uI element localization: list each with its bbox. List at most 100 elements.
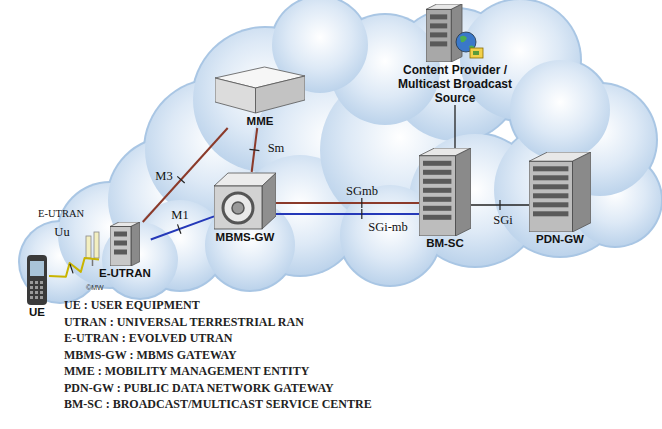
server-bay	[423, 161, 451, 166]
cloud-puff	[510, 60, 610, 160]
box-left	[215, 78, 256, 113]
server-bay	[430, 41, 447, 46]
phone-key	[35, 286, 38, 289]
interface-label: Sm	[268, 141, 285, 156]
interface-tick	[361, 209, 362, 219]
phone-key	[40, 296, 43, 299]
server-side	[572, 152, 591, 232]
phone-key	[35, 291, 38, 294]
server-front	[110, 227, 131, 267]
network-node: E-UTRAN	[99, 222, 151, 280]
server-bay	[423, 206, 451, 211]
node-label: E-UTRAN	[99, 266, 151, 280]
interface-tick	[177, 224, 180, 233]
content-figure	[426, 4, 483, 62]
copyright-mark: ©MW	[86, 284, 104, 291]
folder	[470, 48, 483, 58]
mme-figure	[215, 67, 305, 113]
interface-tick	[70, 264, 73, 273]
phone-screen	[30, 261, 44, 276]
legend-entry: BM-SC : BROADCAST/MULTICAST SERVICE CENT…	[64, 397, 372, 412]
phone-key	[30, 296, 33, 299]
phone-key	[30, 291, 33, 294]
node-label: MBMS-GW	[216, 230, 275, 244]
node-label: MME	[247, 114, 274, 128]
node-label: BM-SC	[426, 236, 464, 250]
box-right	[256, 76, 306, 113]
cube-side	[262, 173, 276, 229]
server-bay	[533, 166, 568, 171]
source-server	[426, 4, 462, 62]
server-bay	[533, 193, 568, 198]
server-figure	[419, 148, 471, 236]
legend-entry: E-UTRAN : EVOLVED UTRAN	[64, 331, 232, 346]
server-bay	[114, 232, 127, 237]
server-bay	[114, 250, 127, 255]
server-bay	[423, 197, 451, 202]
interface-label: M1	[171, 208, 188, 223]
mbms-icon	[214, 172, 276, 230]
cloud	[20, 0, 661, 302]
enb-icon	[110, 222, 140, 266]
phone-key	[40, 291, 43, 294]
interface-label: M3	[155, 169, 172, 184]
phone-key	[40, 286, 43, 289]
legend-entry: MBMS-GW : MBMS GATEWAY	[64, 348, 237, 363]
server-icon	[419, 148, 471, 236]
server-bay	[423, 170, 451, 175]
mme-icon	[215, 66, 305, 114]
legend-entry: UE : USER EQUIPMENT	[64, 298, 200, 313]
server-bay	[533, 184, 568, 189]
interface-line	[276, 213, 419, 215]
server-bay	[114, 241, 127, 246]
node-label: PDN-GW	[536, 232, 584, 246]
interface-label: SGi	[493, 213, 512, 228]
radio-link	[49, 258, 99, 277]
interface-line	[276, 202, 419, 204]
network-node: BM-SC	[419, 148, 471, 250]
gateway-hub	[232, 202, 244, 214]
interface-tick	[499, 200, 500, 210]
phone-key	[40, 281, 43, 284]
server-side	[451, 4, 462, 62]
interface-tick	[361, 198, 362, 208]
server-front	[426, 9, 451, 62]
antenna-symbol	[86, 232, 99, 266]
interface-tick	[249, 149, 259, 150]
node-label: Content Provider / Multicast Broadcast S…	[387, 62, 523, 105]
server-bay	[533, 202, 568, 207]
phone-key	[35, 296, 38, 299]
gateway-wheel	[223, 193, 253, 223]
server-front	[529, 161, 572, 232]
phone-key	[30, 286, 33, 289]
radio-label: E-UTRAN	[38, 208, 84, 219]
cloud-outline	[18, 0, 662, 304]
cube-front	[214, 186, 262, 229]
phone-key	[35, 281, 38, 284]
server-bay	[430, 23, 447, 28]
interface-label: Uu	[54, 225, 69, 240]
interface-label: SGi-mb	[368, 220, 408, 235]
server-front	[419, 156, 455, 236]
phone-figure	[27, 255, 47, 305]
network-node: MBMS-GW	[214, 172, 276, 244]
server-bay	[423, 179, 451, 184]
content-icon	[426, 4, 484, 62]
legend-entry: MME : MOBILITY MANAGEMENT ENTITY	[64, 364, 309, 379]
network-node: Content Provider / Multicast Broadcast S…	[387, 4, 523, 105]
network-node: PDN-GW	[529, 152, 591, 246]
mbms-figure	[214, 173, 276, 229]
phone-key	[30, 281, 33, 284]
antenna-panel	[94, 232, 99, 258]
enb-figure	[110, 222, 140, 266]
interface-label: SGmb	[346, 184, 378, 199]
server-bay	[533, 211, 568, 216]
phone-icon	[25, 255, 49, 305]
server-icon	[529, 152, 591, 232]
server-bay	[423, 188, 451, 193]
phone-body	[27, 255, 47, 305]
interface-line	[454, 105, 455, 148]
legend-entry: PDN-GW : PUBLIC DATA NETWORK GATEWAY	[64, 381, 334, 396]
node-label: UE	[29, 305, 45, 319]
